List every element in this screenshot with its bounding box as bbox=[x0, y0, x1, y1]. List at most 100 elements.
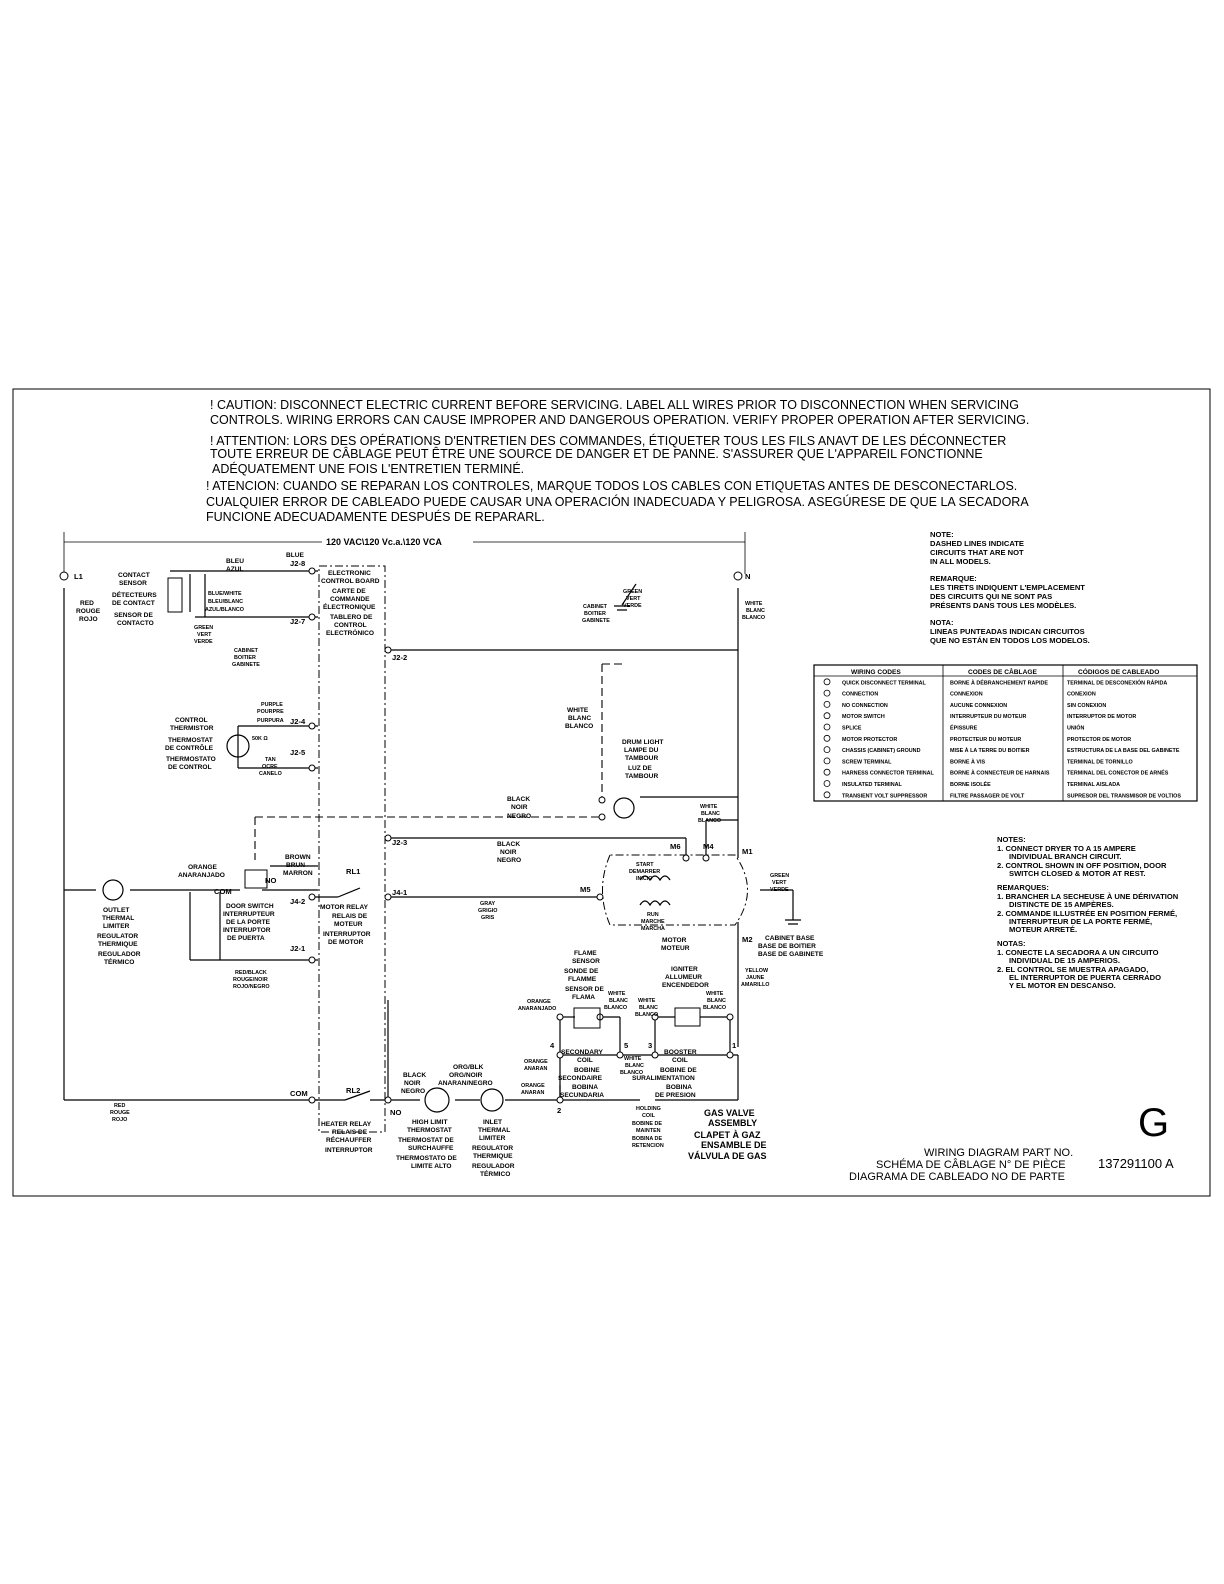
svg-text:J2-3: J2-3 bbox=[392, 838, 407, 847]
svg-text:YELLOW: YELLOW bbox=[745, 968, 769, 974]
codes-header-en: WIRING CODES bbox=[851, 669, 901, 676]
svg-text:DÉTECTEURS: DÉTECTEURS bbox=[112, 590, 157, 599]
svg-text:ROUGE: ROUGE bbox=[110, 1110, 130, 1116]
svg-text:ORANGE: ORANGE bbox=[521, 1083, 545, 1089]
svg-text:1: 1 bbox=[732, 1041, 737, 1050]
svg-text:TÉRMICO: TÉRMICO bbox=[480, 1169, 510, 1178]
svg-text:SONDE DE: SONDE DE bbox=[564, 968, 599, 975]
svg-text:IGNITER: IGNITER bbox=[671, 966, 698, 973]
svg-text:THERMAL: THERMAL bbox=[478, 1127, 510, 1134]
svg-text:SENSOR DE: SENSOR DE bbox=[565, 986, 604, 993]
part-number: 137291100 A bbox=[1098, 1156, 1174, 1171]
svg-text:ANARAN: ANARAN bbox=[521, 1090, 544, 1096]
svg-text:BLANC: BLANC bbox=[639, 1005, 658, 1011]
svg-text:M6: M6 bbox=[670, 842, 681, 851]
svg-text:DE MOTOR: DE MOTOR bbox=[328, 939, 364, 946]
svg-text:CABINET: CABINET bbox=[583, 604, 608, 610]
svg-text:BRUN: BRUN bbox=[286, 862, 305, 869]
svg-text:MOTEUR: MOTEUR bbox=[661, 945, 690, 952]
quick-disconnect-icon bbox=[823, 678, 831, 686]
svg-text:TAMBOUR: TAMBOUR bbox=[625, 755, 658, 762]
svg-text:SURALIMENTATION: SURALIMENTATION bbox=[632, 1075, 695, 1082]
svg-text:BASE DE BOITIER: BASE DE BOITIER bbox=[758, 943, 816, 950]
svg-text:BLUE/WHITE: BLUE/WHITE bbox=[208, 591, 242, 597]
svg-text:LES TIRETS INDIQUENT L'EMPLACE: LES TIRETS INDIQUENT L'EMPLACEMENT bbox=[930, 583, 1085, 592]
svg-text:BASE DE GABINETE: BASE DE GABINETE bbox=[758, 951, 824, 958]
screw-terminal-icon bbox=[823, 757, 831, 765]
svg-text:COIL: COIL bbox=[672, 1057, 688, 1064]
codes-cell: PROTECTEUR DU MOTEUR bbox=[950, 737, 1021, 743]
svg-text:ORANGE: ORANGE bbox=[188, 864, 218, 871]
svg-text:SWITCH CLOSED & MOTOR AT REST.: SWITCH CLOSED & MOTOR AT REST. bbox=[1009, 869, 1146, 878]
svg-text:HEATER RELAY: HEATER RELAY bbox=[321, 1121, 372, 1128]
codes-cell: SIN CONEXION bbox=[1067, 703, 1106, 709]
motor-protector-icon bbox=[823, 734, 831, 742]
svg-text:START: START bbox=[636, 862, 654, 868]
svg-text:ELECTRONIC: ELECTRONIC bbox=[328, 570, 371, 577]
caution-block: ! CAUTION: DISCONNECT ELECTRIC CURRENT B… bbox=[206, 398, 1029, 524]
svg-text:CABINET: CABINET bbox=[234, 648, 259, 654]
svg-text:2. EL CONTROL SE MUESTRA APAGA: 2. EL CONTROL SE MUESTRA APAGADO, bbox=[997, 965, 1148, 974]
svg-text:DE CONTRÔLE: DE CONTRÔLE bbox=[165, 743, 214, 752]
svg-text:LIMITER: LIMITER bbox=[479, 1135, 506, 1142]
svg-text:ROUGE: ROUGE bbox=[76, 608, 101, 615]
svg-text:INTERRUPTOR: INTERRUPTOR bbox=[323, 931, 371, 938]
diagram-border bbox=[12, 388, 1211, 1197]
codes-cell: CONNECTION bbox=[842, 692, 878, 698]
svg-text:THERMOSTAT: THERMOSTAT bbox=[168, 737, 213, 744]
svg-text:POURPRE: POURPRE bbox=[257, 709, 284, 715]
svg-text:SENSOR: SENSOR bbox=[572, 958, 600, 965]
svg-text:THERMOSTAT DE: THERMOSTAT DE bbox=[398, 1137, 454, 1144]
svg-text:ANARANJADO: ANARANJADO bbox=[178, 872, 225, 879]
transient-volt-suppressor-icon bbox=[823, 791, 831, 799]
codes-cell: TERMINAL DE DESCONEXIÓN RÁPIDA bbox=[1067, 678, 1167, 686]
svg-text:DOOR SWITCH: DOOR SWITCH bbox=[226, 903, 274, 910]
svg-text:BLANCO: BLANCO bbox=[698, 818, 721, 824]
svg-text:REGULADOR: REGULADOR bbox=[98, 951, 141, 958]
svg-text:FLAMA: FLAMA bbox=[572, 994, 595, 1001]
svg-text:THERMAL: THERMAL bbox=[102, 915, 134, 922]
svg-text:RELAIS DE: RELAIS DE bbox=[332, 1129, 368, 1136]
svg-text:NEGRO: NEGRO bbox=[401, 1088, 425, 1095]
svg-text:BLANC: BLANC bbox=[707, 998, 726, 1004]
svg-text:BOITIER: BOITIER bbox=[234, 655, 256, 661]
svg-text:VÁLVULA DE GAS: VÁLVULA DE GAS bbox=[688, 1151, 767, 1161]
svg-text:THERMIQUE: THERMIQUE bbox=[98, 941, 138, 948]
svg-text:ORANGE: ORANGE bbox=[524, 1059, 548, 1065]
svg-text:BOBINA: BOBINA bbox=[666, 1084, 692, 1091]
svg-text:NOIR: NOIR bbox=[511, 804, 528, 811]
caution-en-2: CONTROLS. WIRING ERRORS CAN CAUSE IMPROP… bbox=[210, 413, 1029, 427]
caution-fr-3: ADÉQUATEMENT UNE FOIS L'ENTRETIEN TERMIN… bbox=[212, 461, 524, 476]
svg-text:NOIR: NOIR bbox=[404, 1080, 421, 1087]
svg-text:BOOSTER: BOOSTER bbox=[664, 1049, 697, 1056]
svg-text:SECONDARY: SECONDARY bbox=[561, 1049, 603, 1056]
terminal-names: L1 N J2-8 J2-7 J2-2 J2-4 J2-5 J2-3 J4-2 … bbox=[74, 559, 753, 1117]
svg-text:BOBINE DE: BOBINE DE bbox=[660, 1067, 697, 1074]
svg-text:DEMARRER: DEMARRER bbox=[629, 869, 660, 875]
svg-text:ORG/BLK: ORG/BLK bbox=[453, 1064, 484, 1071]
svg-text:CLAPET À GAZ: CLAPET À GAZ bbox=[694, 1130, 761, 1140]
svg-text:ANARAN/NEGRO: ANARAN/NEGRO bbox=[438, 1080, 493, 1087]
svg-text:1. CONNECT DRYER TO A 15 AMPER: 1. CONNECT DRYER TO A 15 AMPERE bbox=[997, 844, 1136, 853]
notes-block: NOTES: 1. CONNECT DRYER TO A 15 AMPERE I… bbox=[997, 835, 1178, 990]
svg-text:VERDE: VERDE bbox=[770, 887, 789, 893]
svg-text:M5: M5 bbox=[580, 885, 591, 894]
svg-text:BLACK: BLACK bbox=[507, 796, 530, 803]
